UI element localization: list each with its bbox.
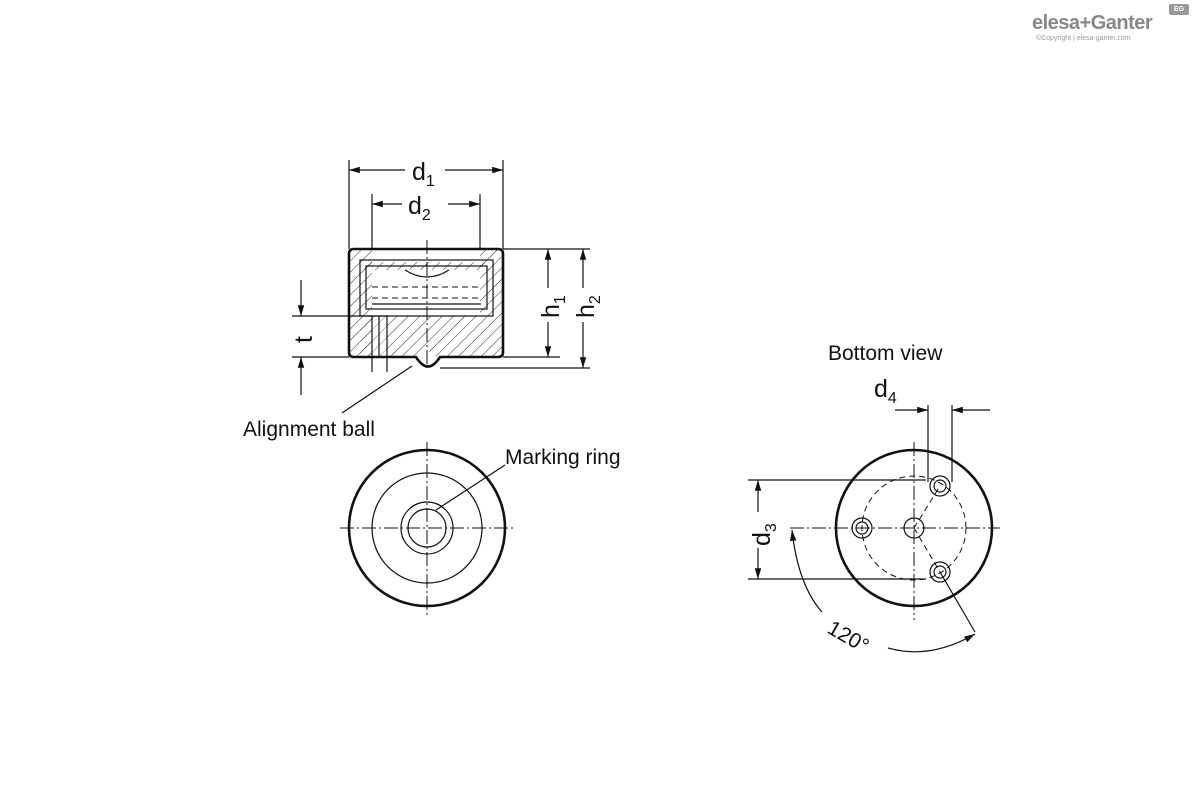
logo-badge: EG [1169,4,1189,15]
dim-d1-label: d1 [412,158,435,190]
alignment-ball-label: Alignment ball [243,418,375,441]
dim-t-label: t [290,336,318,343]
alignment-ball-leader [341,365,413,414]
dim-h2-label: h2 [572,295,604,318]
bottom-center-hole [903,517,925,539]
section-view: d1 d2 h1 h2 t Alignment ball [243,156,604,441]
logo-brand-text: elesa+Ganter [1032,12,1153,34]
logo-copyright-text: ©Copyright | elesa-ganter.com [1036,35,1131,42]
bottom-upper-hole-outer [929,475,951,497]
dim-d3-label: d3 [748,523,780,546]
section-bubble [404,269,450,278]
angle-arc-left [789,529,823,613]
angle-arc-right [887,633,976,653]
marking-ring-label: Marking ring [505,446,621,469]
dim-d2-label: d2 [408,192,431,224]
top-view: Marking ring [340,442,621,615]
dim-d4-label: d4 [874,375,897,407]
bottom-lower-hole-outer [929,561,951,583]
bottom-upper-hole-inner [933,479,947,493]
bottom-lower-hole-inner [933,565,947,579]
marking-ring-leader [435,464,506,511]
bottom-left-hole-outer [851,517,873,539]
bottom-view-label: Bottom view [828,342,943,365]
angle-120-label: 120° [824,616,873,658]
section-hatch-pin-area [360,316,387,357]
section-hatch-base [387,316,480,357]
bottom-left-hole-inner [855,521,869,535]
elesa-ganter-logo: elesa+Ganter ©Copyright | elesa-ganter.c… [1032,4,1192,46]
section-outer-contour [347,247,505,368]
bottom-view: Bottom view d3 d4 120° [746,342,1000,658]
dim-h1-label: h1 [537,295,569,318]
section-hatch-right-wall [480,250,503,357]
